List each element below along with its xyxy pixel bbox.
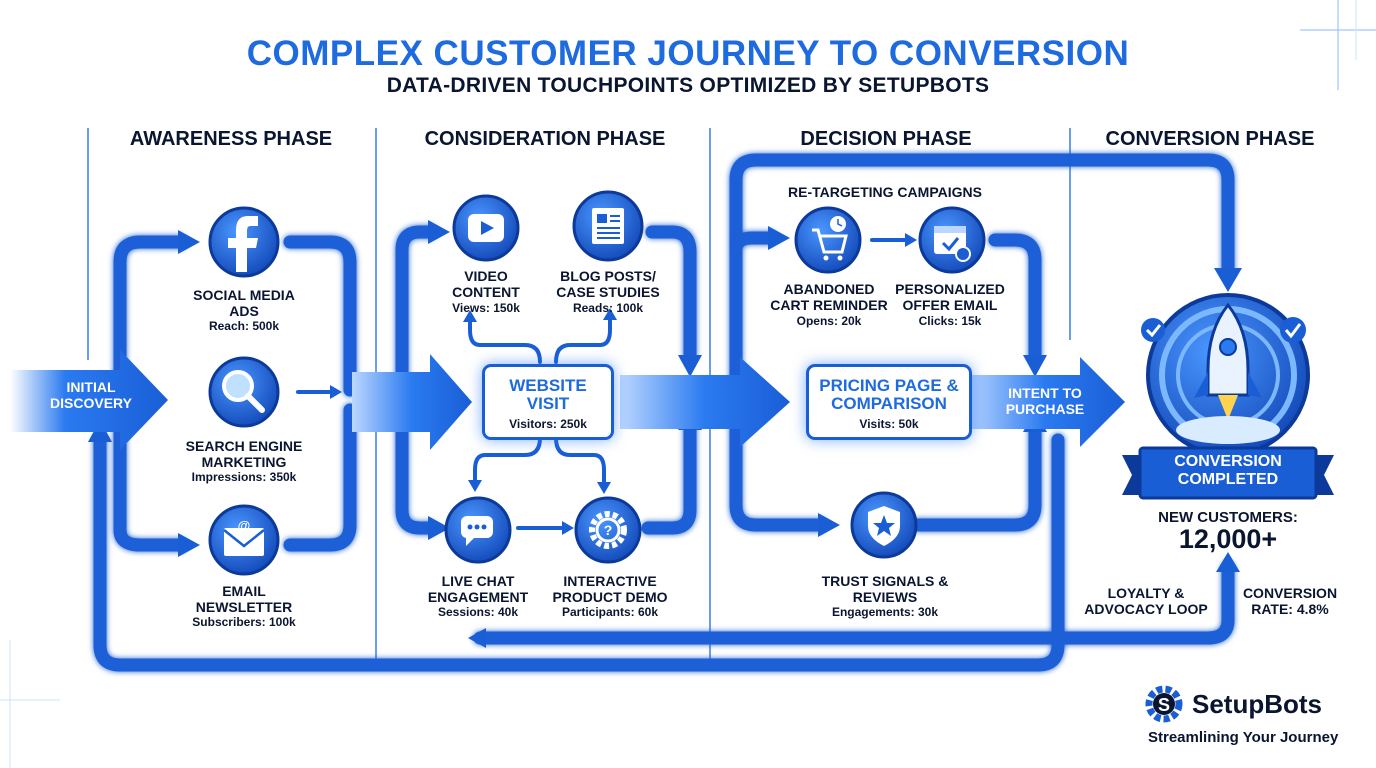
trust-signals-metric: Engagements: 30k <box>831 605 939 619</box>
abandoned-cart-metric: Opens: 20k <box>796 314 862 328</box>
shield-star-icon <box>850 491 918 559</box>
loyalty-loop-label: LOYALTY & ADVOCACY LOOP <box>1084 585 1208 617</box>
gear-icon: ? <box>574 496 642 564</box>
website-visit-label: WEBSITE VISIT <box>509 376 587 413</box>
page-title: COMPLEX CUSTOMER JOURNEY TO CONVERSION <box>246 34 1130 73</box>
conversion-completed-label: CONVERSION COMPLETED <box>1174 453 1282 488</box>
email-newsletter-label: EMAIL NEWSLETTER <box>195 583 293 615</box>
conversion-rate-label: CONVERSION RATE: 4.8% <box>1242 585 1338 617</box>
brand-name: SetupBots <box>1192 689 1322 719</box>
search-engine-label: SEARCH ENGINE MARKETING <box>185 438 303 470</box>
envelope-icon: @ <box>208 504 280 576</box>
live-chat-metric: Sessions: 40k <box>437 605 519 619</box>
conversion-banner-shape <box>1122 446 1334 500</box>
intent-label: INTENT TO PURCHASE <box>1005 385 1085 417</box>
pricing-page-label: PRICING PAGE & COMPARISON <box>819 376 959 413</box>
calendar-check-icon <box>918 206 986 274</box>
phase-consideration: CONSIDERATION PHASE <box>424 128 666 150</box>
chat-icon <box>444 496 512 564</box>
blog-posts-label: BLOG POSTS/ CASE STUDIES <box>556 268 660 300</box>
svg-text:?: ? <box>604 522 613 538</box>
abandoned-cart-label: ABANDONED CART REMINDER <box>770 281 888 313</box>
cart-icon <box>794 206 862 274</box>
gear-logo-icon: S <box>1145 685 1183 723</box>
rocket-icon <box>1146 293 1310 457</box>
pricing-page-metric: Visits: 50k <box>859 417 919 431</box>
retargeting-label: RE-TARGETING CAMPAIGNS <box>788 184 982 200</box>
phase-decision: DECISION PHASE <box>800 128 972 150</box>
svg-text:S: S <box>1158 695 1170 715</box>
video-content-metric: Views: 150k <box>452 301 520 315</box>
social-media-ads-metric: Reach: 500k <box>208 319 280 333</box>
product-demo-metric: Participants: 60k <box>561 605 659 619</box>
new-customers-value: 12,000+ <box>1178 524 1278 554</box>
personalized-offer-metric: Clicks: 15k <box>918 314 982 328</box>
blog-posts-metric: Reads: 100k <box>572 301 644 315</box>
trust-signals-label: TRUST SIGNALS & REVIEWS <box>821 573 949 605</box>
facebook-icon <box>208 206 280 278</box>
search-icon <box>208 356 280 428</box>
phase-conversion: CONVERSION PHASE <box>1105 128 1315 150</box>
entry-label: INITIAL DISCOVERY <box>50 379 132 411</box>
check-badge-icon <box>1141 317 1306 343</box>
play-icon <box>452 194 520 262</box>
website-visit-box: WEBSITE VISIT Visitors: 250k <box>482 364 614 440</box>
document-icon <box>572 190 644 262</box>
phase-awareness: AWARENESS PHASE <box>129 128 333 150</box>
video-content-label: VIDEO CONTENT <box>452 268 520 300</box>
search-engine-metric: Impressions: 350k <box>191 470 297 484</box>
brand-tagline: Streamlining Your Journey <box>1148 729 1339 746</box>
email-newsletter-metric: Subscribers: 100k <box>192 615 296 629</box>
pricing-page-box: PRICING PAGE & COMPARISON Visits: 50k <box>806 364 972 440</box>
page-subtitle: DATA-DRIVEN TOUCHPOINTS OPTIMIZED BY SET… <box>386 74 990 97</box>
new-customers-label: NEW CUSTOMERS: <box>1158 509 1298 526</box>
svg-text:@: @ <box>238 518 251 533</box>
social-media-ads-label: SOCIAL MEDIA ADS <box>193 287 295 319</box>
personalized-offer-label: PERSONALIZED OFFER EMAIL <box>895 281 1005 313</box>
product-demo-label: INTERACTIVE PRODUCT DEMO <box>552 573 668 605</box>
website-visit-metric: Visitors: 250k <box>509 417 587 431</box>
live-chat-label: LIVE CHAT ENGAGEMENT <box>427 573 529 605</box>
